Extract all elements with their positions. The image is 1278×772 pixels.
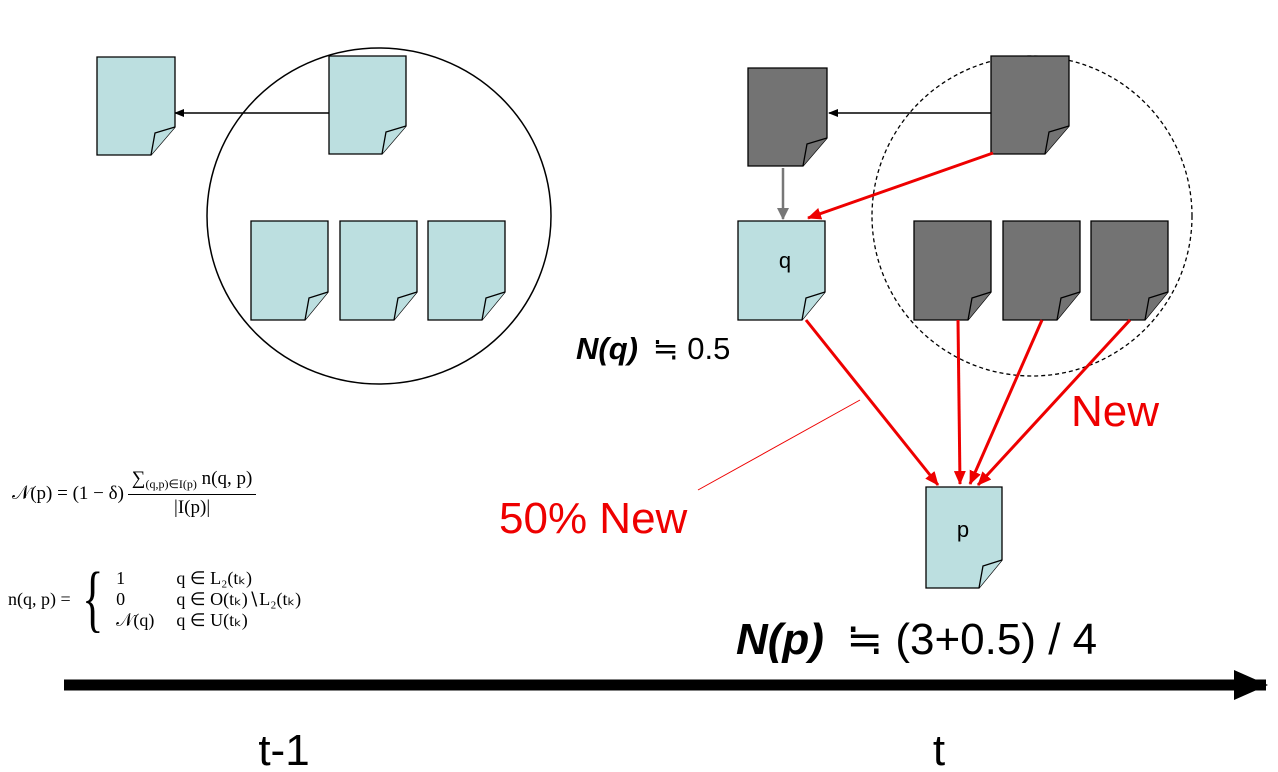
np-value: ≒ (3+0.5) / 4 [846, 615, 1097, 664]
time-prev-label: t-1 [258, 726, 309, 772]
formula-denominator: |I(p)| [174, 497, 211, 518]
np-annotation: N(p) ≒ (3+0.5) / 4 [736, 615, 1097, 664]
document-icon [427, 220, 506, 321]
document-icon [747, 67, 828, 167]
document-icon [328, 55, 407, 155]
red-link-arrow [804, 319, 940, 486]
nq-value: ≒ 0.5 [653, 331, 731, 366]
p-label: p [957, 517, 969, 542]
formula-numerator: ∑(q,p)∈I(p) n(q, p) [127, 468, 257, 495]
np-label: N(p) [736, 615, 824, 664]
sum-subscript: (q,p)∈I(p) [145, 477, 197, 491]
document-icon [96, 56, 176, 156]
document-icon [913, 220, 992, 321]
sum-term: n(q, p) [196, 468, 253, 489]
document-icon [1090, 220, 1169, 321]
case-value: 𝒩(q) [116, 609, 155, 630]
neighborhood-circle-prev [206, 47, 552, 385]
document-icon [339, 220, 418, 321]
novelty-formula: 𝒩(p) = (1 − δ) ∑(q,p)∈I(p) n(q, p) |I(p)… [12, 468, 257, 519]
red-link-arrow [953, 319, 966, 485]
red-link-arrow [976, 318, 1132, 487]
neighborhood-circle-now [871, 55, 1193, 377]
formula-cases: 1 q ∈ L₂(tₖ) 0 q ∈ O(tₖ)∖L₂(tₖ) 𝒩(q) q ∈… [116, 568, 301, 631]
red-link-arrow [968, 319, 1044, 485]
new-label: New [1071, 387, 1159, 436]
document-icon [990, 55, 1070, 155]
nq-annotation: N(q) ≒ 0.5 [576, 331, 730, 366]
brace: { [81, 558, 104, 640]
link-score-formula: n(q, p) = { 1 q ∈ L₂(tₖ) 0 q ∈ O(tₖ)∖L₂(… [8, 562, 301, 636]
fifty-new-label: 50% New [499, 494, 688, 543]
case-condition: q ∈ L₂(tₖ) [176, 567, 253, 588]
case-condition: q ∈ O(tₖ)∖L₂(tₖ) [176, 588, 302, 609]
case-value: 1 [116, 567, 126, 588]
formula-fraction: ∑(q,p)∈I(p) n(q, p) |I(p)| [127, 468, 257, 519]
formula-lhs: 𝒩(p) = (1 − δ) [12, 482, 124, 504]
document-icon [1002, 220, 1081, 321]
nq-label: N(q) [576, 331, 638, 366]
document-p [925, 486, 1003, 589]
document-q [737, 220, 826, 321]
callout-line [697, 399, 861, 491]
q-label: q [779, 248, 791, 273]
case-condition: q ∈ U(tₖ) [176, 609, 248, 630]
red-link-arrow [807, 151, 994, 220]
case-value: 0 [116, 588, 126, 609]
sum-symbol: ∑ [131, 468, 146, 489]
time-now-label: t [933, 726, 945, 772]
formula2-lhs: n(q, p) = [8, 588, 71, 609]
document-icon [250, 220, 329, 321]
